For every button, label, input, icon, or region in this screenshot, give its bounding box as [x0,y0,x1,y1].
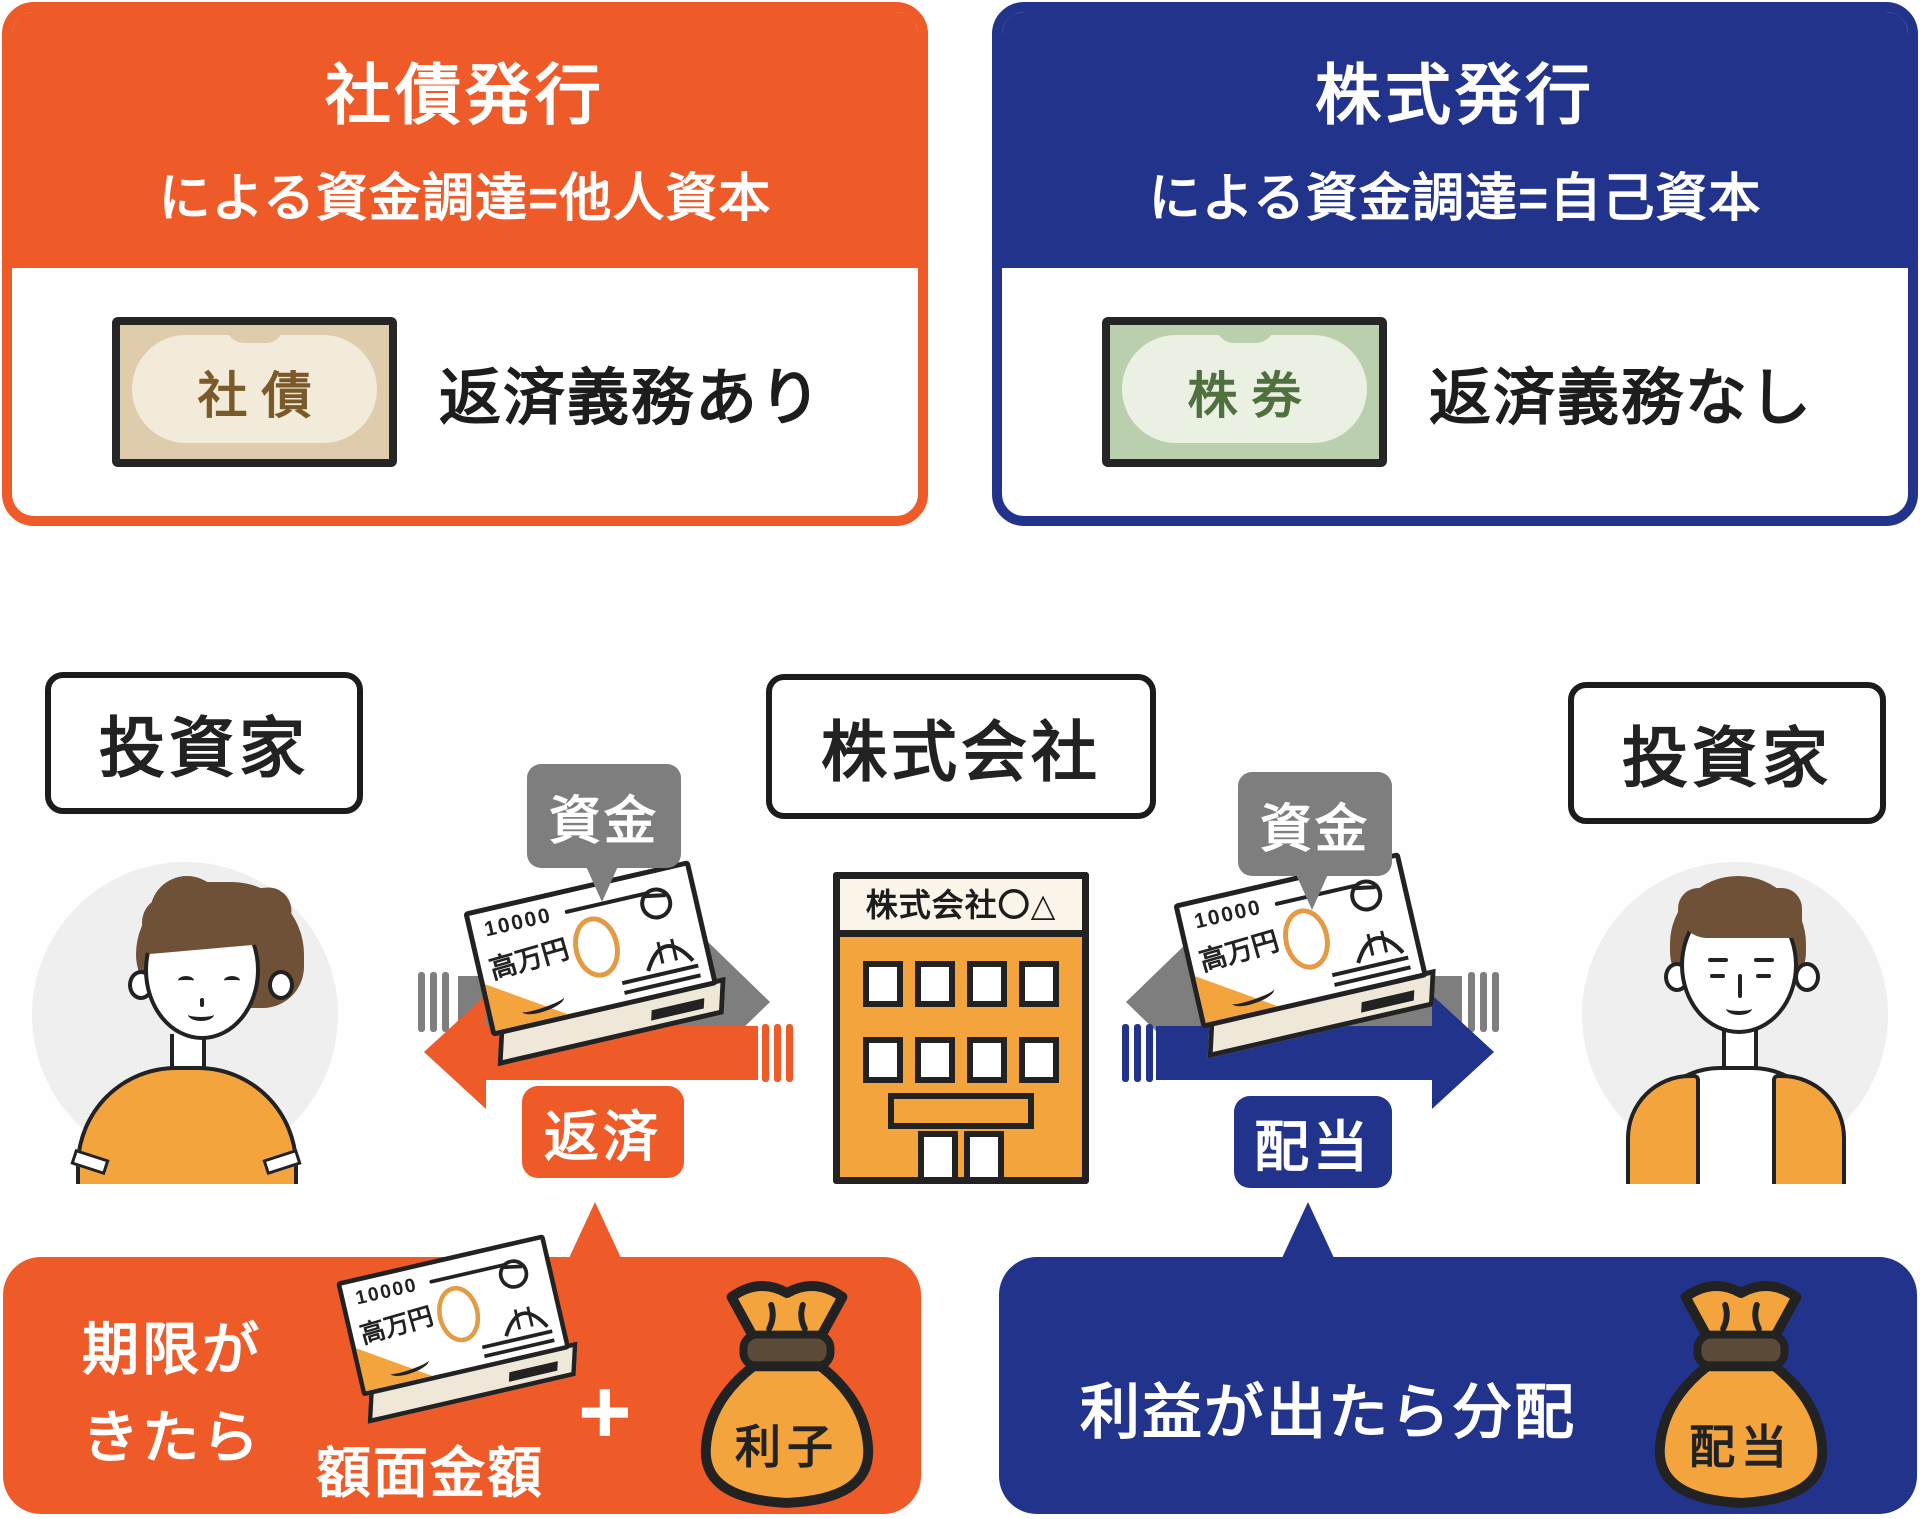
bond-card-title: 社債発行 [325,58,605,132]
building-door-panel [964,1131,1004,1177]
bill-portrait-icon [1333,868,1411,973]
repayment-arrow-stripe [774,1024,781,1082]
money-stack-band [508,1361,558,1382]
repayment-tag: 返済 [522,1086,684,1178]
man-mouth [1726,1002,1752,1015]
building-window [967,1037,1007,1083]
stock-repayment-note: 返済義務なし [1429,364,1814,433]
stock-certificate-face [1122,335,1367,443]
bond-certificate-label: 社債 [197,368,326,424]
bond-card-body: 社債 返済義務あり [12,268,918,516]
man-nose [1738,974,1742,998]
money-bill-face: 10000 高万円 [1173,851,1429,1029]
company-building-icon: 株式会社〇△ [833,872,1089,1184]
woman-ear [268,970,294,1000]
man-jacket [1626,1074,1700,1184]
bill-portrait-icon [483,1248,554,1344]
investor-right-label: 投資家 [1568,682,1886,824]
bond-repayment-note: 返済義務あり [439,364,824,433]
funds-arrow-right-stripe [1492,972,1499,1032]
money-bag-icon: 配当 [1642,1276,1840,1512]
bill-oval [1277,903,1336,975]
building-window [863,961,903,1007]
building-window-row [863,961,1059,1007]
deadline-line1: 期限が [82,1318,262,1382]
bond-issuance-card: 社債発行 による資金調達=他人資本 社債 返済義務あり [2,2,928,526]
man-eye [1710,974,1725,978]
building-window [1019,961,1059,1007]
money-bag-icon: 利子 [688,1276,886,1512]
funds-bubble-right-tail [1295,872,1329,910]
building-window [1019,1037,1059,1083]
funds-arrow-left-stripe [418,972,425,1032]
money-bill-face: 10000 高万円 [463,859,719,1037]
bond-card-header: 社債発行 による資金調達=他人資本 [12,12,918,268]
money-stack-band [1361,990,1415,1013]
dividend-bag-label: 配当 [1689,1420,1793,1473]
money-stack-icon: 10000 高万円 [463,859,726,1067]
stock-certificate-notch [1215,325,1274,343]
bond-certificate-icon: 社債 [112,317,397,467]
repayment-arrow-stripe [786,1024,793,1082]
investor-left-label: 投資家 [45,672,363,814]
dividend-arrow-stripe [1146,1024,1153,1082]
company-label: 株式会社 [766,674,1156,819]
stock-certificate-label: 株券 [1187,368,1316,424]
man-eyebrow [1708,958,1728,962]
deadline-text: 期限が きたら [82,1306,262,1483]
stock-card-title: 株式発行 [1315,58,1595,132]
bond-certificate-face [132,335,377,443]
money-bill-face: 10000 高万円 [336,1233,571,1397]
bill-portrait-icon [623,876,701,981]
woman-eye [178,976,194,985]
man-eye [1756,974,1771,978]
deadline-line2: きたら [82,1406,262,1471]
funds-bubble-left-tail [585,864,619,902]
woman-eye [224,976,240,985]
stock-card-header: 株式発行 による資金調達=自己資本 [1002,12,1908,268]
building-window-row [863,1037,1059,1083]
building-door-panel [918,1131,958,1177]
building-door-lintel [888,1093,1034,1129]
woman-nose [200,998,204,1007]
building-window [863,1037,903,1083]
woman-mouth [188,1008,214,1021]
stock-box-tail [1282,1202,1334,1258]
bill-oval [431,1281,486,1347]
money-stack-icon: 10000 高万円 [336,1233,578,1424]
money-stack-band [651,998,705,1021]
stock-card-subtitle: による資金調達=自己資本 [1148,170,1762,228]
repayment-arrow-stripe [762,1024,769,1082]
bond-box-tail [569,1202,621,1258]
man-fringe [1678,888,1802,938]
dividend-arrow-stripe [1122,1024,1129,1082]
bill-oval [567,911,626,983]
dividend-tag: 配当 [1234,1096,1392,1188]
stock-issuance-card: 株式発行 による資金調達=自己資本 株券 返済義務なし [992,2,1918,526]
dividend-arrow-stripe [1134,1024,1141,1082]
building-window [967,961,1007,1007]
bond-certificate-notch [225,325,284,343]
building-sign: 株式会社〇△ [840,879,1082,937]
investor-man-avatar [1582,862,1888,1262]
face-value-caption: 額面金額 [316,1442,545,1504]
building-window [915,1037,955,1083]
dividend-arrow-head [1432,995,1494,1109]
profit-distribution-text: 利益が出たら分配 [1080,1379,1576,1446]
building-window [915,961,955,1007]
man-eyebrow [1754,958,1774,962]
man-neck [1722,1028,1758,1070]
funds-bubble-left: 資金 [527,764,681,868]
stock-card-body: 株券 返済義務なし [1002,268,1908,516]
bond-card-subtitle: による資金調達=他人資本 [158,170,772,228]
investor-woman-avatar [32,862,338,1262]
funds-bubble-right: 資金 [1238,772,1392,876]
interest-bag-label: 利子 [735,1420,839,1473]
plus-sign: + [578,1361,632,1463]
stock-certificate-icon: 株券 [1102,317,1387,467]
building-door [918,1131,1004,1177]
money-stack-icon: 10000 高万円 [1173,851,1436,1059]
repayment-arrow-head [424,995,486,1109]
